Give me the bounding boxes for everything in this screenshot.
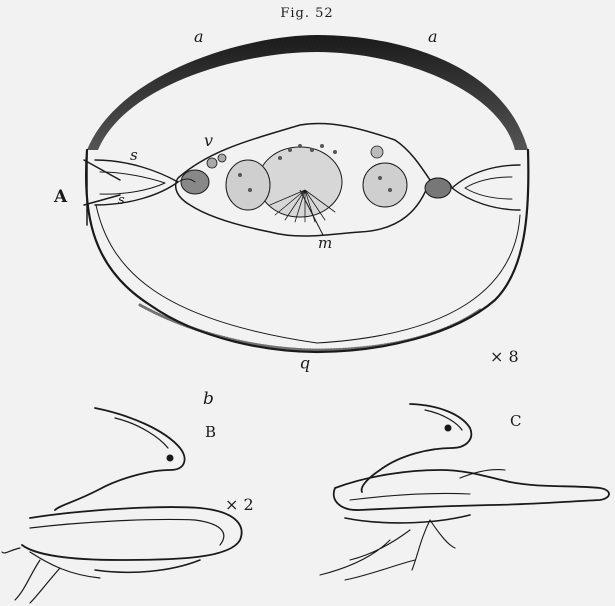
label-s-upper: s — [130, 146, 138, 164]
panel-label-c: C — [510, 412, 521, 430]
label-m: m — [318, 234, 332, 252]
magnification-b: × 2 — [225, 495, 254, 514]
panel-label-b: B — [205, 423, 216, 441]
diagram-a: a a s s v m A b b × 8 — [53, 27, 528, 409]
label-v: v — [204, 131, 213, 150]
label-s-lower: s — [118, 193, 125, 208]
label-a-right: a — [428, 27, 438, 46]
diagram-b: B × 2 — [2, 408, 254, 603]
panel-label-a: A — [53, 187, 68, 207]
label-b-bottom: b — [300, 356, 310, 375]
diagram-c: C — [320, 404, 609, 580]
figure-caption: Fig. 52 — [280, 6, 333, 21]
magnification-a: × 8 — [490, 347, 519, 366]
label-a-left: a — [194, 27, 204, 46]
label-b-under: b — [203, 389, 214, 409]
